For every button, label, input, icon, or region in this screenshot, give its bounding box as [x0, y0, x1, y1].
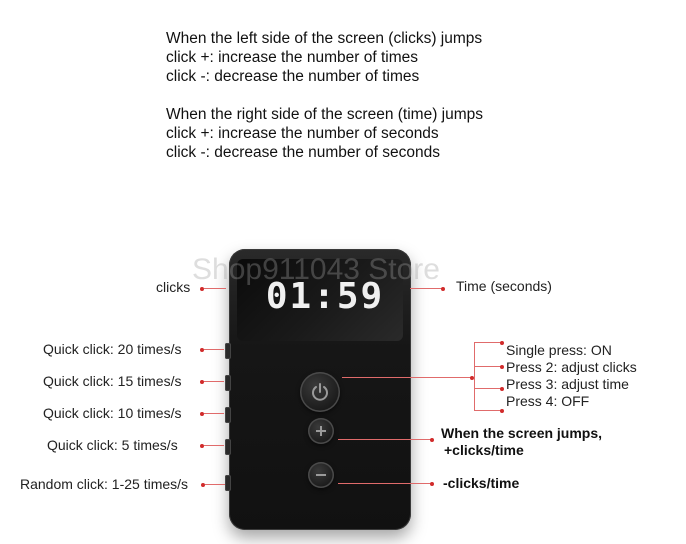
side-button-5[interactable]: [225, 439, 231, 455]
pointer-dot: [200, 348, 204, 352]
pointer-dot: [200, 412, 204, 416]
pointer-line: [205, 484, 225, 485]
pointer-line: [342, 377, 472, 378]
bracket-tick: [474, 388, 502, 389]
instructions: When the left side of the screen (clicks…: [166, 29, 586, 162]
pointer-line: [204, 445, 224, 446]
minus-button[interactable]: [308, 462, 334, 488]
side-button-random[interactable]: [225, 475, 231, 491]
power-option-label: Press 3: adjust time: [506, 376, 629, 392]
plus-icon: [316, 426, 326, 436]
instruction-line: click +: increase the number of times: [166, 49, 418, 66]
pointer-dot: [470, 376, 474, 380]
pointer-dot: [500, 365, 504, 369]
pointer-line: [204, 288, 226, 289]
side-button-15[interactable]: [225, 375, 231, 391]
plus-label-line2: +clicks/time: [444, 442, 524, 458]
pointer-dot: [200, 287, 204, 291]
power-button[interactable]: [300, 372, 340, 412]
pointer-line: [338, 439, 432, 440]
bracket-tick: [474, 342, 502, 343]
pointer-line: [410, 288, 442, 289]
minus-icon: [316, 474, 326, 476]
power-option-label: Press 4: OFF: [506, 393, 590, 409]
side-button-10[interactable]: [225, 407, 231, 423]
pointer-dot: [430, 482, 434, 486]
bracket-tick: [474, 366, 502, 367]
side-button-20[interactable]: [225, 343, 231, 359]
pointer-dot: [500, 341, 504, 345]
device-screen: 01:59: [237, 259, 403, 341]
pointer-dot: [200, 380, 204, 384]
pointer-dot: [500, 409, 504, 413]
plus-label-line1: When the screen jumps,: [441, 425, 603, 441]
pointer-dot: [430, 438, 434, 442]
pointer-line: [338, 483, 432, 484]
pointer-line: [204, 349, 224, 350]
clicks-label: clicks: [156, 279, 191, 295]
plus-button[interactable]: [308, 418, 334, 444]
quick-5-label: Quick click: 5 times/s: [47, 437, 178, 453]
random-label: Random click: 1-25 times/s: [20, 476, 189, 492]
instruction-line: click -: decrease the number of times: [166, 68, 420, 85]
time-display: 01:59: [265, 276, 385, 317]
instruction-line: When the right side of the screen (time)…: [166, 106, 484, 123]
power-option-label: Press 2: adjust clicks: [506, 359, 637, 375]
watermark: Shop911043 Store: [192, 253, 440, 286]
time-seconds-label: Time (seconds): [456, 278, 552, 294]
instruction-line: click +: increase the number of seconds: [166, 125, 439, 142]
quick-10-label: Quick click: 10 times/s: [43, 405, 182, 421]
minus-label: -clicks/time: [443, 475, 520, 491]
auto-clicker-device: 01:59: [225, 249, 411, 530]
instruction-line: When the left side of the screen (clicks…: [166, 30, 483, 47]
pointer-dot: [201, 483, 205, 487]
instruction-line: click -: decrease the number of seconds: [166, 144, 440, 161]
pointer-line: [204, 413, 224, 414]
pointer-dot: [200, 444, 204, 448]
pointer-dot: [441, 287, 445, 291]
pointer-dot: [500, 387, 504, 391]
power-option-label: Single press: ON: [506, 342, 612, 358]
power-icon: [312, 383, 328, 401]
bracket-tick: [474, 410, 502, 411]
bracket-line: [474, 342, 475, 410]
pointer-line: [204, 381, 224, 382]
quick-15-label: Quick click: 15 times/s: [43, 373, 182, 389]
quick-20-label: Quick click: 20 times/s: [43, 341, 182, 357]
